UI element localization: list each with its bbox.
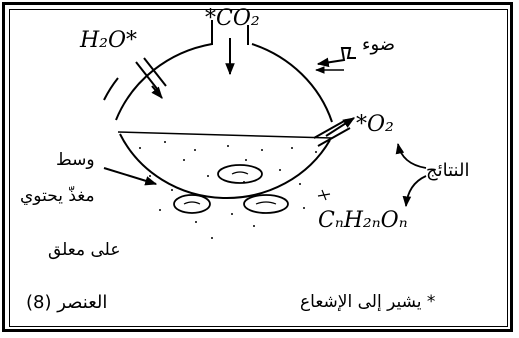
outer-frame (2, 2, 513, 332)
medium-label-line3: على معلق (48, 240, 121, 260)
co2-inlet-tube (211, 20, 249, 76)
nutrient-medium (117, 131, 333, 239)
water-inlet-tube (135, 57, 167, 99)
water-label: H₂O* (80, 28, 138, 53)
figure-number-label: العنصر (8) (26, 292, 108, 313)
inner-frame (9, 9, 508, 327)
light-label: ضوء (362, 34, 396, 55)
oxygen-label: *O₂ (356, 112, 394, 137)
sugar-mark (317, 189, 331, 201)
products-label: النتائج (426, 160, 470, 181)
sugar-formula-label: CₙH₂ₙOₙ (318, 208, 408, 233)
algae-cells (173, 164, 289, 214)
light-arrows (315, 47, 356, 74)
radiation-note: * يشير إلى الإشعاع (300, 292, 436, 312)
co2-label: *CO₂ (205, 6, 260, 31)
products-arrows (395, 142, 427, 208)
medium-label-line2: مغذّ يحتوي (20, 186, 95, 206)
medium-pointer (103, 167, 158, 186)
medium-label-line1: وسط (56, 150, 95, 170)
oxygen-outlet-tube (313, 117, 356, 147)
